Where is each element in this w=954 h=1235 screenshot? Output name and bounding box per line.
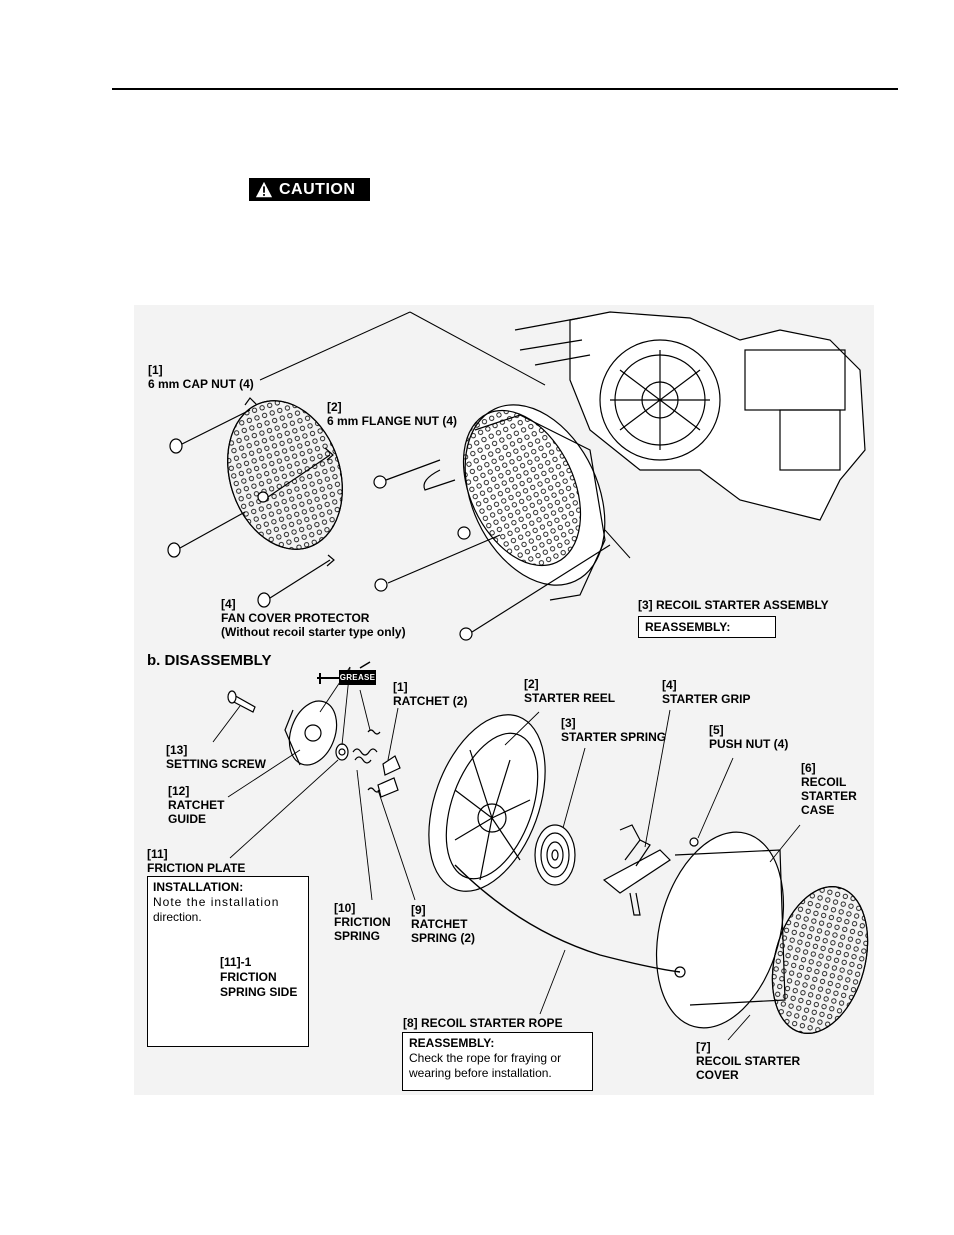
label-flange-nut: [2]6 mm FLANGE NUT (4) [327,400,458,428]
caution-banner: CAUTION [249,178,370,201]
installation-text-line-2: direction. [153,910,202,924]
friction-plate [335,743,349,761]
setting-screw [227,690,256,713]
grease-tag: GREASE [339,670,376,685]
friction-spring-side-label: [11]-1 FRICTION SPRING SIDE [220,955,298,999]
ratchet-guide [284,700,338,766]
label-setting-screw: [13]SETTING SCREW [166,743,267,771]
push-nut [689,837,699,847]
rope-reassembly-title: REASSEMBLY: [409,1036,495,1050]
starter-reel [428,714,546,892]
label-starter-reel: [2]STARTER REEL [524,677,616,705]
starter-grip [602,824,671,916]
header-rule [112,88,898,90]
fan-cover-protector [227,397,343,567]
label-recoil-starter-rope: [8] RECOIL STARTER ROPE [403,1016,563,1030]
rope-reassembly-line-2: wearing before installation. [409,1066,552,1080]
label-starter-spring: [3]STARTER SPRING [561,716,667,744]
label-recoil-starter-assembly: [3] RECOIL STARTER ASSEMBLY [638,598,829,612]
engine-block [514,311,866,521]
installation-box: INSTALLATION: Note the installation dire… [147,876,309,1047]
starter-spring [534,824,576,886]
label-starter-grip: [4]STARTER GRIP [662,678,751,706]
label-push-nut: [5]PUSH NUT (4) [709,723,789,751]
section-b-heading: b. DISASSEMBLY [147,652,272,669]
installation-text-line-1: Note the installation [153,895,280,909]
recoil-rope [454,864,681,973]
installation-title: INSTALLATION: [153,880,244,894]
label-cap-nut: [1]6 mm CAP NUT (4) [148,363,254,391]
recoil-starter-assembly [423,404,606,601]
recoil-starter-case [655,831,869,1034]
cap-nuts [167,409,331,608]
ratchets [367,729,401,798]
label-ratchet: [1]RATCHET (2) [393,680,468,708]
reassembly-box-top-label: REASSEMBLY: [645,620,731,634]
warning-icon [255,181,273,197]
flange-nuts [373,459,611,641]
label-fan-cover-protector: [4]FAN COVER PROTECTOR(Without recoil st… [221,597,406,639]
reassembly-box-top: REASSEMBLY: [638,616,776,638]
label-friction-plate: [11]FRICTION PLATE [147,847,246,875]
rope-reassembly-line-1: Check the rope for fraying or [409,1051,562,1065]
friction-spring [352,748,378,764]
caution-label: CAUTION [279,180,356,198]
rope-reassembly-box: REASSEMBLY: Check the rope for fraying o… [402,1032,593,1091]
